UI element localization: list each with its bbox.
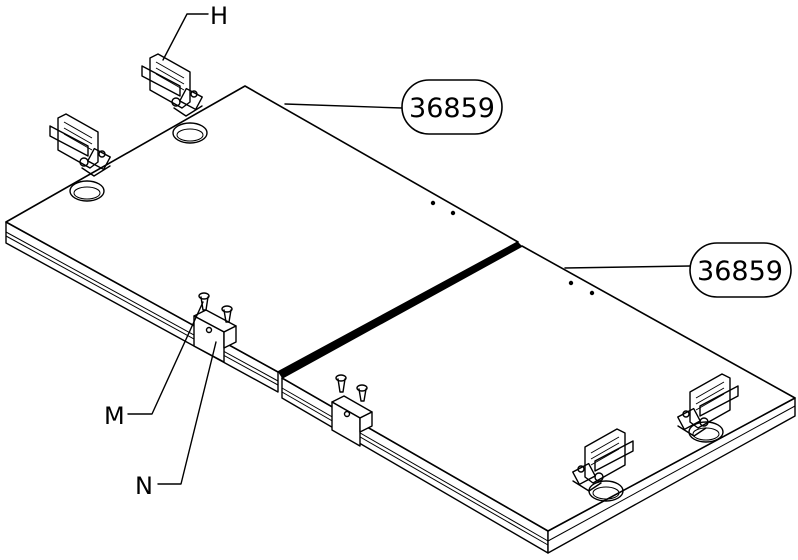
screw-icon [221, 305, 233, 323]
panel-right-top-face [281, 245, 796, 532]
hinge-icon [141, 53, 203, 117]
hinge-icon [677, 373, 739, 437]
screw-icon [356, 384, 368, 402]
label-hinge: H [210, 2, 228, 30]
hinge-hole-1 [69, 180, 105, 202]
hinge-icon [49, 113, 111, 177]
leader-part-bottom [564, 265, 691, 269]
part-callout-top: 36859 [401, 79, 503, 135]
label-screw: M [104, 402, 125, 430]
connector-plate-icon [193, 309, 237, 363]
part-number-top: 36859 [409, 93, 495, 124]
hinge-icon [572, 428, 634, 492]
leader-hinge [162, 13, 209, 61]
leader-screw [127, 301, 204, 415]
leader-connector [157, 341, 217, 485]
label-connector: N [135, 472, 153, 500]
leader-part-top [284, 103, 403, 109]
connector-plate-icon [331, 395, 373, 447]
panel-seam [278, 242, 522, 378]
part-callout-bottom: 36859 [689, 242, 792, 298]
part-number-bottom: 36859 [697, 256, 783, 287]
screw-icon [335, 374, 347, 393]
hinge-hole-2 [172, 122, 208, 144]
